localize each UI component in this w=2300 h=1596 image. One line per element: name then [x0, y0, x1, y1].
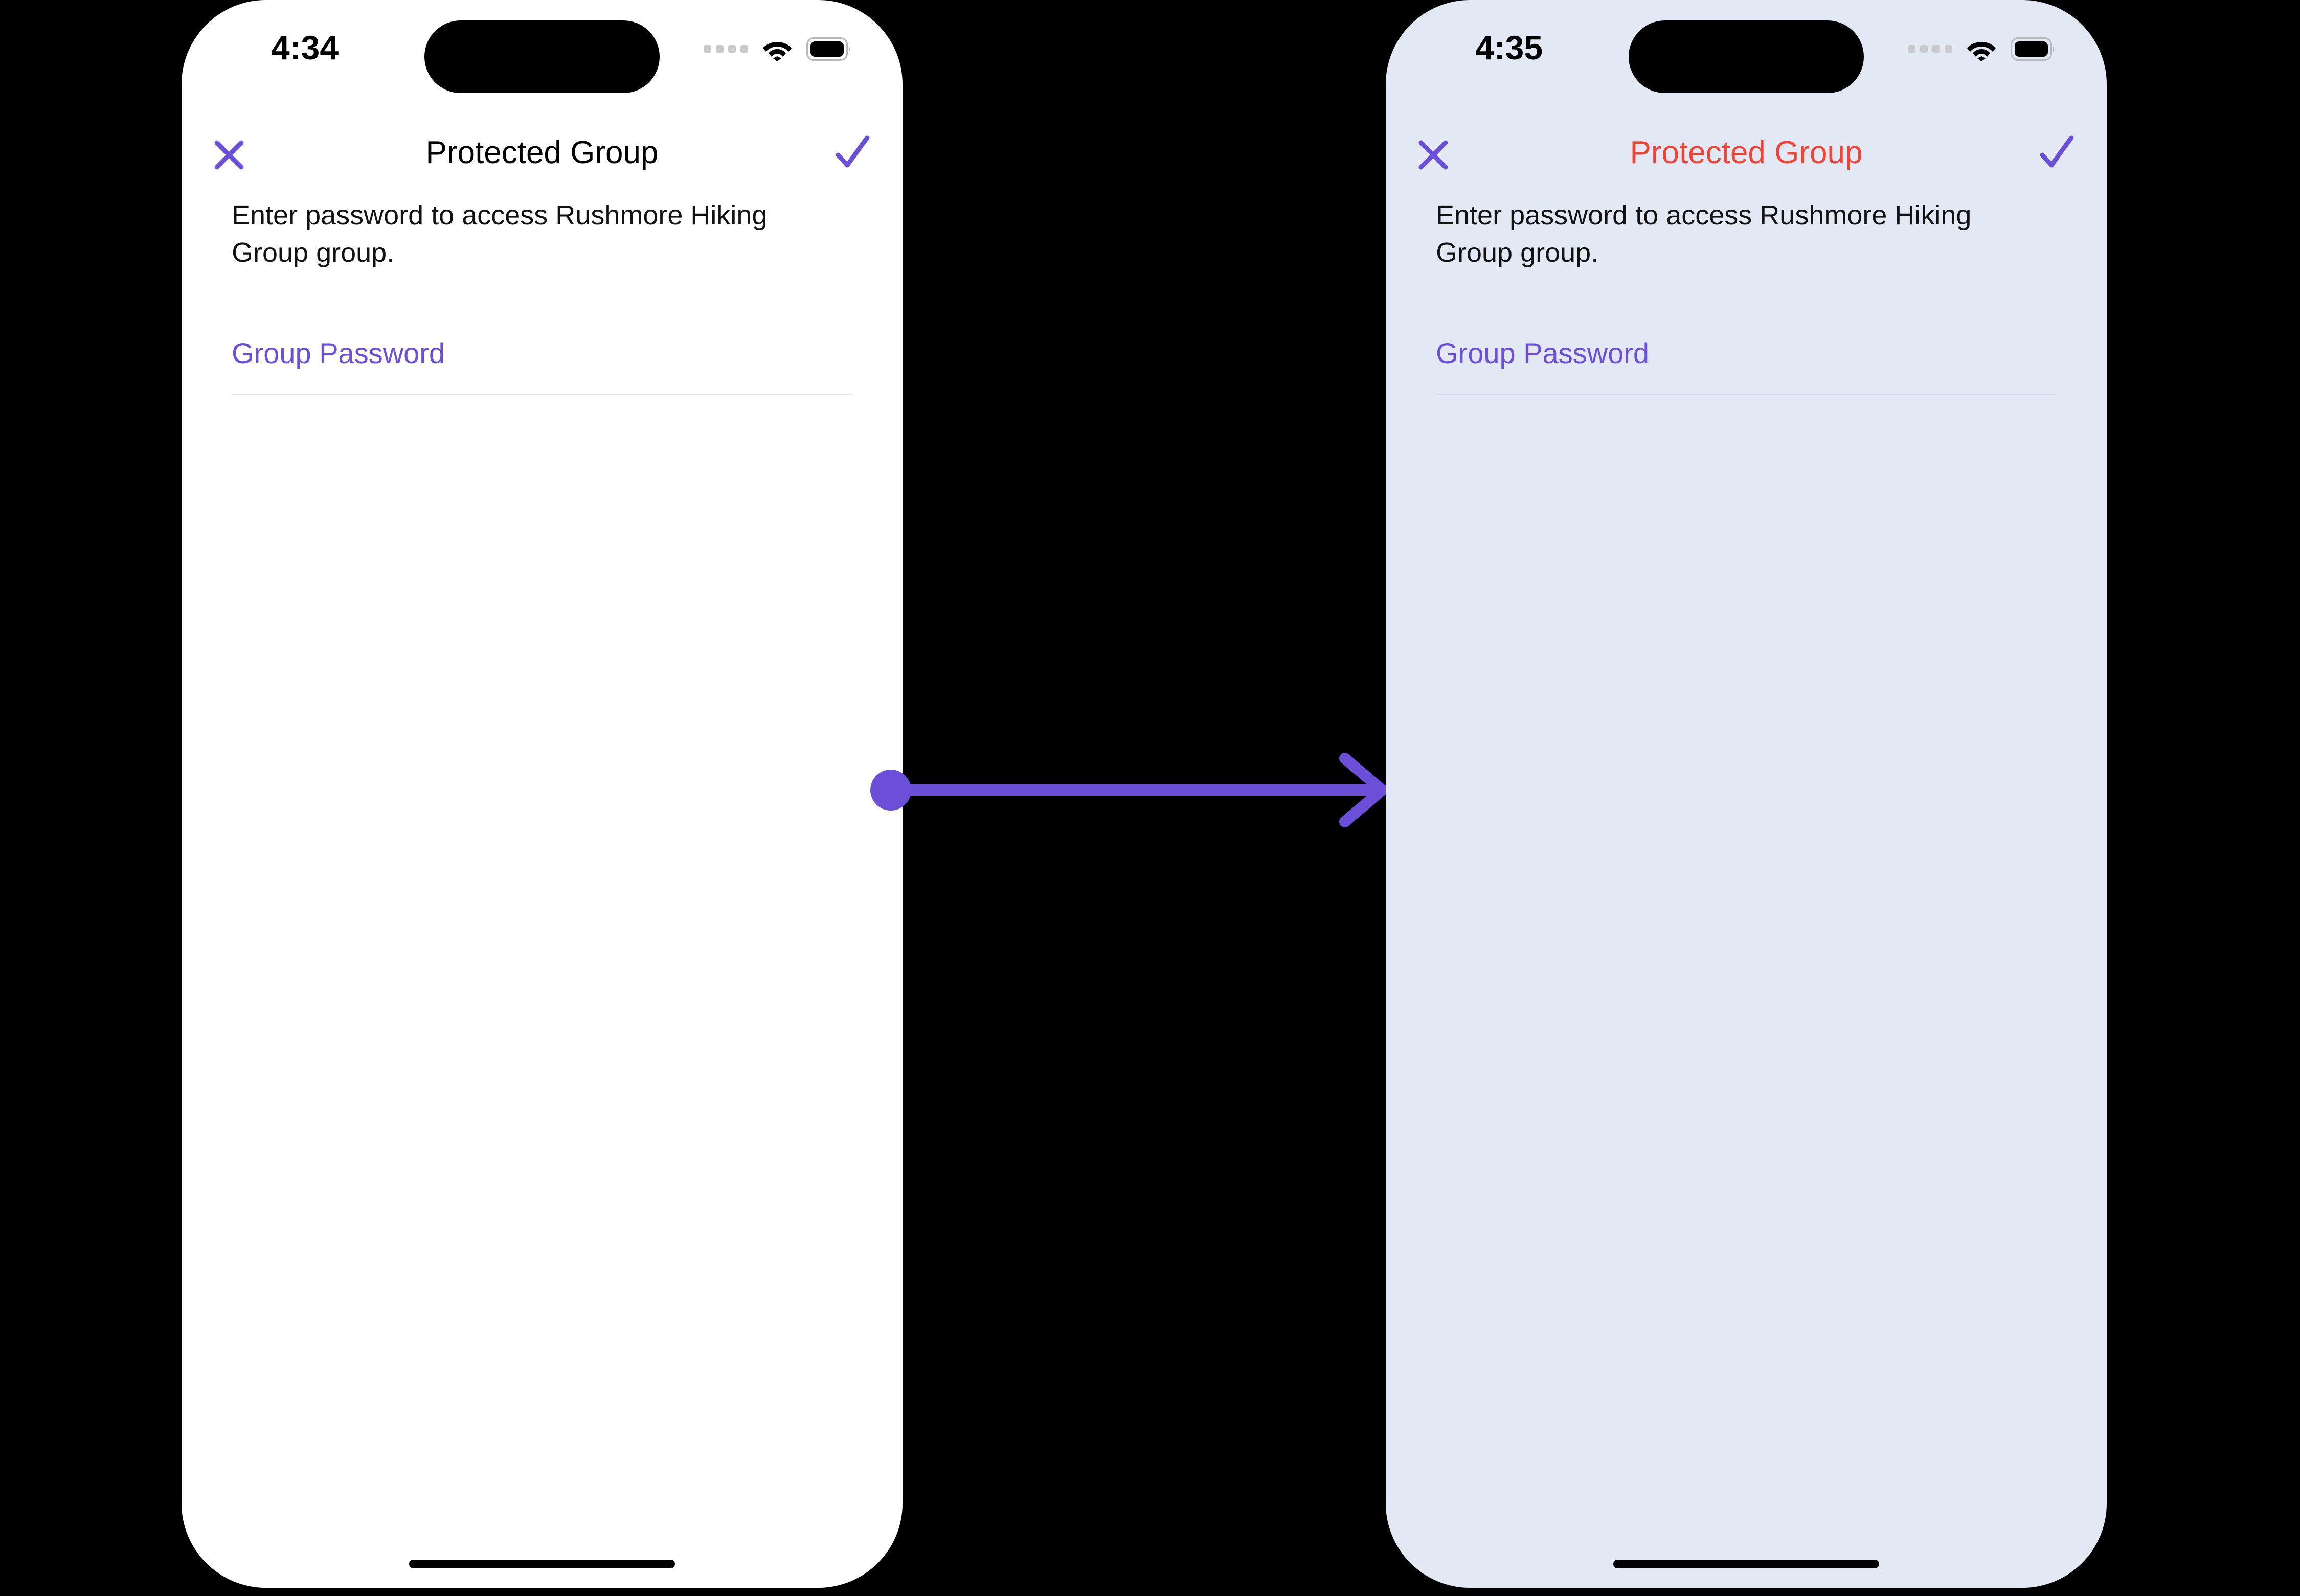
password-field-label: Group Password: [1436, 336, 1650, 369]
password-field-underline: [1436, 394, 2057, 396]
navigation-bar: Protected Group: [182, 123, 903, 184]
checkmark-icon[interactable]: [830, 130, 874, 174]
status-bar: 4:34: [182, 0, 903, 110]
navigation-bar: Protected Group: [1386, 123, 2107, 184]
signal-dots-icon: [704, 44, 748, 53]
wifi-icon: [1966, 37, 1997, 61]
status-indicators: [704, 37, 851, 61]
page-title: Protected Group: [1630, 135, 1863, 170]
description-text: Enter password to access Rushmore Hiking…: [1436, 200, 1972, 268]
password-field-underline: [232, 394, 852, 396]
checkmark-icon[interactable]: [2035, 130, 2079, 174]
status-time: 4:34: [271, 29, 339, 66]
description-text: Enter password to access Rushmore Hiking…: [232, 200, 768, 268]
screen-content: Enter password to access Rushmore Hiking…: [1436, 197, 2057, 396]
home-indicator: [409, 1560, 675, 1568]
battery-icon: [806, 37, 851, 61]
password-field-group[interactable]: Group Password: [1436, 336, 2057, 396]
battery-icon: [2011, 37, 2056, 61]
dynamic-island: [1629, 20, 1864, 93]
dynamic-island: [424, 20, 660, 93]
password-field-group[interactable]: Group Password: [232, 336, 852, 396]
close-icon[interactable]: [210, 136, 249, 174]
status-time: 4:35: [1475, 29, 1543, 66]
home-indicator: [1613, 1560, 1879, 1568]
password-field-label: Group Password: [232, 336, 445, 369]
status-bar: 4:35: [1386, 0, 2107, 110]
page-title: Protected Group: [425, 135, 659, 170]
wifi-icon: [761, 37, 793, 61]
phone-screen-before: 4:34 Protected Group: [182, 0, 903, 1588]
transition-arrow: [869, 726, 1391, 854]
phone-screen-after: 4:35 Protected Group: [1386, 0, 2107, 1588]
screen-content: Enter password to access Rushmore Hiking…: [232, 197, 852, 396]
close-icon[interactable]: [1414, 136, 1453, 174]
signal-dots-icon: [1908, 44, 1952, 53]
status-indicators: [1908, 37, 2056, 61]
